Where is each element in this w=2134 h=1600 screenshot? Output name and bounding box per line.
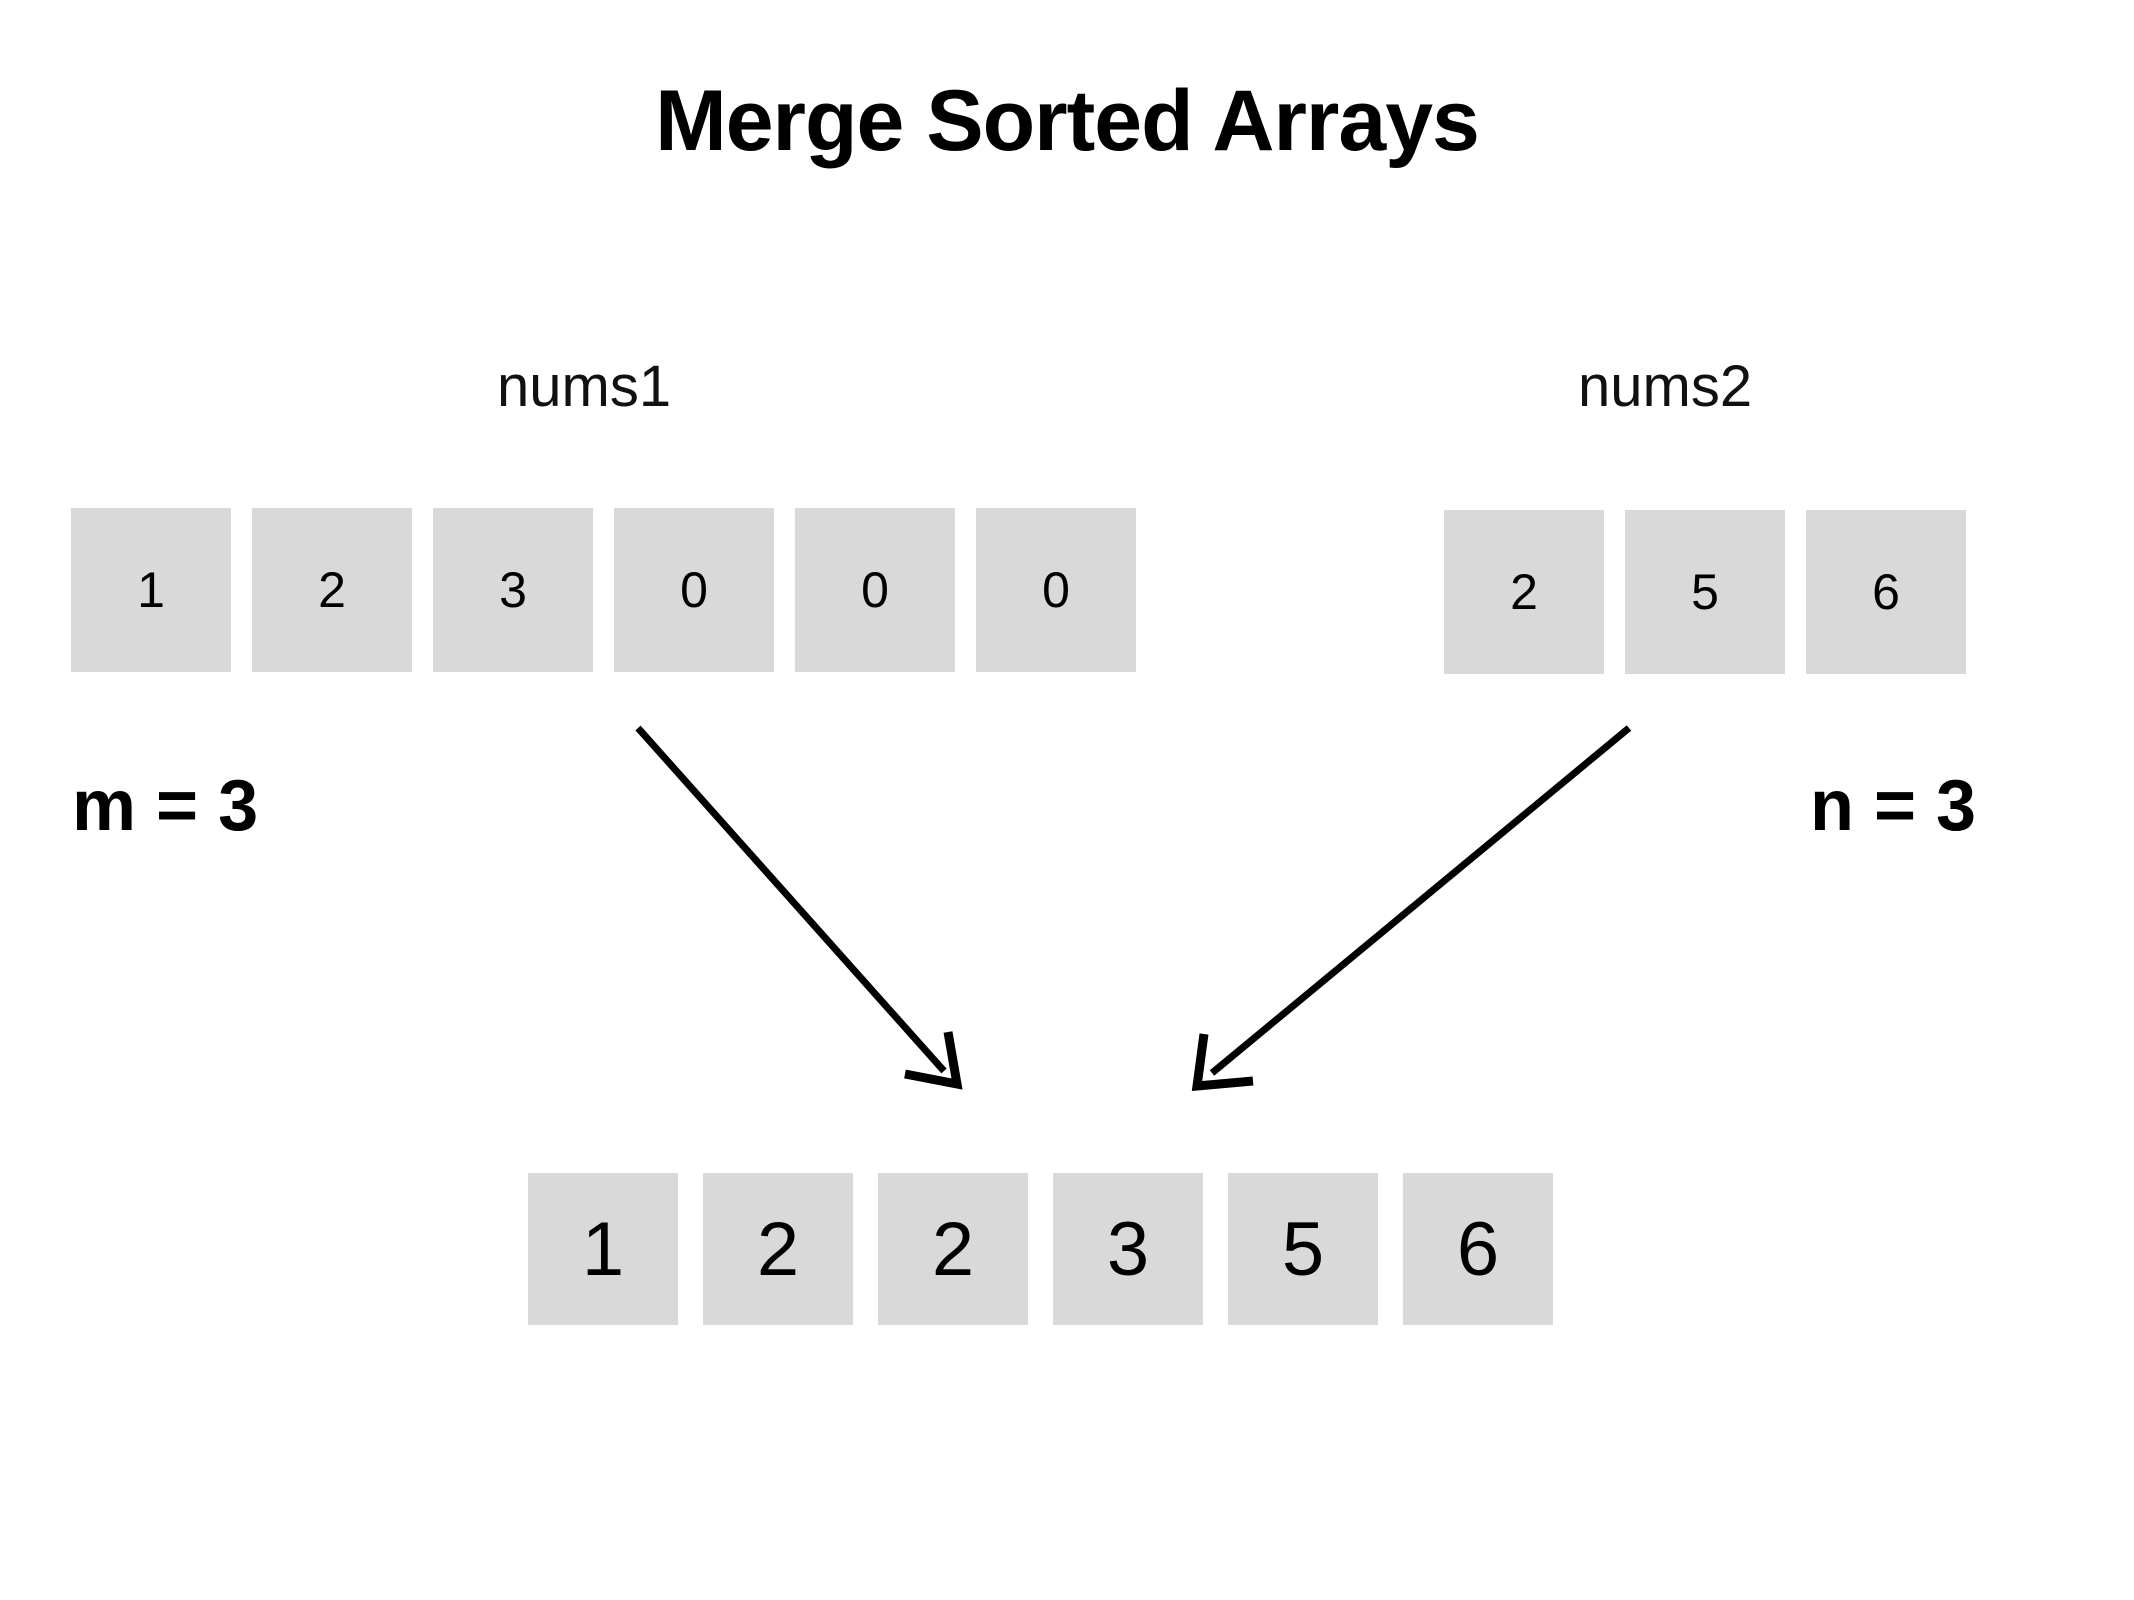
arrow-nums2-head-icon xyxy=(1191,1033,1254,1091)
merged-result-array: 1 2 2 3 5 6 xyxy=(528,1173,1553,1325)
result-cell: 3 xyxy=(1053,1173,1203,1325)
page-title: Merge Sorted Arrays xyxy=(655,73,1480,169)
nums2-cell: 6 xyxy=(1806,510,1966,674)
nums1-cell: 0 xyxy=(795,508,955,672)
nums1-cell: 0 xyxy=(614,508,774,672)
nums1-cell: 1 xyxy=(71,508,231,672)
nums1-cell: 2 xyxy=(252,508,412,672)
nums2-array: 2 5 6 xyxy=(1444,510,1966,674)
nums1-label: nums1 xyxy=(497,354,672,419)
result-cell: 2 xyxy=(878,1173,1028,1325)
nums2-label: nums2 xyxy=(1578,354,1753,419)
n-parameter-label: n = 3 xyxy=(1810,766,1977,846)
nums2-cell: 5 xyxy=(1625,510,1785,674)
result-cell: 1 xyxy=(528,1173,678,1325)
arrow-nums1-to-result xyxy=(635,725,963,1090)
nums1-cell: 0 xyxy=(976,508,1136,672)
m-parameter-label: m = 3 xyxy=(72,766,259,846)
arrow-nums1-shaft xyxy=(635,725,947,1074)
nums1-cell: 3 xyxy=(433,508,593,672)
result-cell: 2 xyxy=(703,1173,853,1325)
nums1-array: 1 2 3 0 0 0 xyxy=(71,508,1136,672)
arrow-nums2-to-result xyxy=(1191,725,1632,1091)
arrow-nums2-shaft xyxy=(1209,725,1632,1076)
nums2-cell: 2 xyxy=(1444,510,1604,674)
result-cell: 5 xyxy=(1228,1173,1378,1325)
result-cell: 6 xyxy=(1403,1173,1553,1325)
arrow-nums1-head-icon xyxy=(904,1031,963,1090)
